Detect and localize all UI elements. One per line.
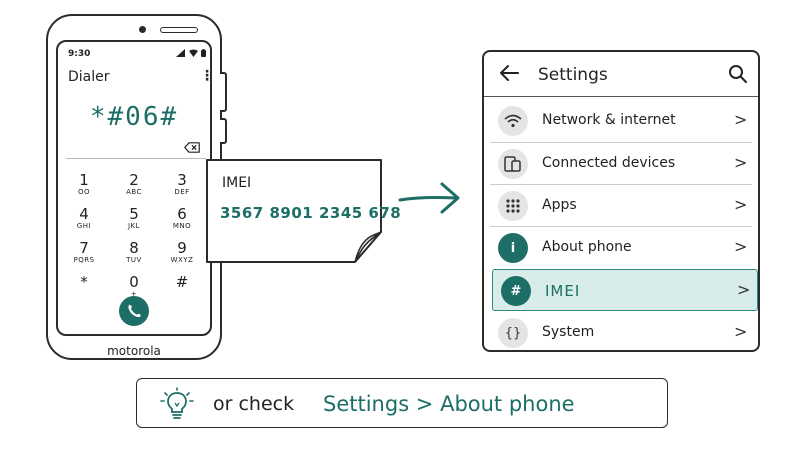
- header-divider: [484, 96, 758, 97]
- dialed-code: *#06#: [89, 102, 179, 132]
- key-letters: GHI: [76, 222, 92, 230]
- call-icon: [128, 304, 141, 318]
- row-divider: [490, 184, 752, 185]
- power-button: [220, 118, 227, 144]
- lightbulb-icon: [160, 387, 194, 419]
- settings-item-label: Connected devices: [542, 155, 676, 171]
- keypad-divider: [66, 158, 206, 159]
- front-camera-icon: [139, 26, 146, 33]
- wifi-icon: [188, 49, 198, 57]
- row-divider: [490, 142, 752, 143]
- key-digit: 3: [177, 171, 187, 189]
- note-title: IMEI: [222, 175, 252, 191]
- keypad-key[interactable]: #: [162, 274, 202, 290]
- phone-brand: motorola: [107, 344, 161, 358]
- chevron-right-icon: >: [734, 237, 748, 256]
- settings-item-label: About phone: [542, 239, 632, 255]
- volume-button: [220, 72, 227, 112]
- keypad-key[interactable]: *: [64, 274, 104, 290]
- earpiece-speaker: [160, 27, 198, 33]
- keypad-key[interactable]: 0+: [114, 274, 154, 299]
- key-digit: #: [175, 273, 189, 291]
- settings-item-label: IMEI: [545, 282, 581, 300]
- info-icon: i: [498, 233, 528, 263]
- key-digit: 1: [79, 171, 89, 189]
- signal-icon: [176, 49, 185, 57]
- key-digit: 0: [129, 273, 139, 291]
- key-digit: 5: [129, 205, 139, 223]
- backspace-icon[interactable]: [184, 142, 200, 153]
- status-time: 9:30: [68, 49, 91, 59]
- key-digit: 4: [79, 205, 89, 223]
- key-letters: +: [130, 290, 138, 298]
- settings-item-label: System: [542, 324, 595, 340]
- chevron-right-icon: >: [734, 195, 748, 214]
- key-letters: WXYZ: [170, 256, 194, 264]
- icon-glyph: {}: [504, 325, 522, 341]
- settings-panel: Settings Network & internet>Connected de…: [482, 50, 760, 352]
- key-digit: 9: [177, 239, 187, 257]
- arrow-right-icon: [398, 182, 460, 214]
- settings-item-network-internet[interactable]: Network & internet >: [490, 100, 752, 142]
- tip-banner: or check Settings > About phone: [136, 378, 668, 428]
- key-digit: 8: [129, 239, 139, 257]
- wifi-icon: [498, 106, 528, 136]
- settings-path: Settings > About phone: [323, 392, 575, 416]
- chevron-right-icon: >: [734, 322, 748, 341]
- back-arrow-icon[interactable]: [498, 64, 520, 82]
- settings-item-label: Apps: [542, 197, 577, 213]
- chevron-right-icon: >: [737, 280, 751, 299]
- key-digit: 6: [177, 205, 187, 223]
- search-icon[interactable]: [728, 64, 748, 84]
- settings-item-about-phone[interactable]: i About phone >: [490, 227, 752, 269]
- settings-item-imei[interactable]: # IMEI >: [492, 269, 758, 311]
- call-button[interactable]: [119, 296, 149, 326]
- settings-title: Settings: [538, 65, 608, 85]
- icon-glyph: i: [510, 240, 516, 256]
- settings-item-system[interactable]: {} System >: [490, 312, 752, 354]
- key-digit: 2: [129, 171, 139, 189]
- imei-value: 3567 8901 2345 678: [220, 204, 402, 222]
- more-vert-icon[interactable]: ⋮: [200, 68, 214, 84]
- key-digit: 7: [79, 239, 89, 257]
- key-letters: DEF: [174, 188, 190, 196]
- battery-icon: [201, 49, 207, 57]
- apps-grid-icon: [498, 191, 528, 221]
- key-letters: PQRS: [73, 256, 95, 264]
- banner-prefix: or check: [213, 393, 295, 415]
- braces-icon: {}: [498, 318, 528, 348]
- chevron-right-icon: >: [734, 110, 748, 129]
- key-letters: OO: [77, 188, 91, 196]
- dialer-title: Dialer: [68, 69, 110, 85]
- status-icons: [176, 49, 207, 59]
- icon-glyph: #: [510, 283, 522, 299]
- key-letters: ABC: [126, 188, 142, 196]
- row-divider: [490, 226, 752, 227]
- settings-item-apps[interactable]: Apps >: [490, 185, 752, 227]
- key-letters: MNO: [172, 222, 192, 230]
- settings-item-label: Network & internet: [542, 112, 676, 128]
- settings-item-connected-devices[interactable]: Connected devices >: [490, 143, 752, 185]
- key-letters: JKL: [127, 222, 141, 230]
- key-letters: TUV: [126, 256, 142, 264]
- key-digit: *: [80, 273, 88, 291]
- chevron-right-icon: >: [734, 153, 748, 172]
- imei-note: [206, 159, 382, 263]
- devices-icon: [498, 149, 528, 179]
- hash-icon: #: [501, 276, 531, 306]
